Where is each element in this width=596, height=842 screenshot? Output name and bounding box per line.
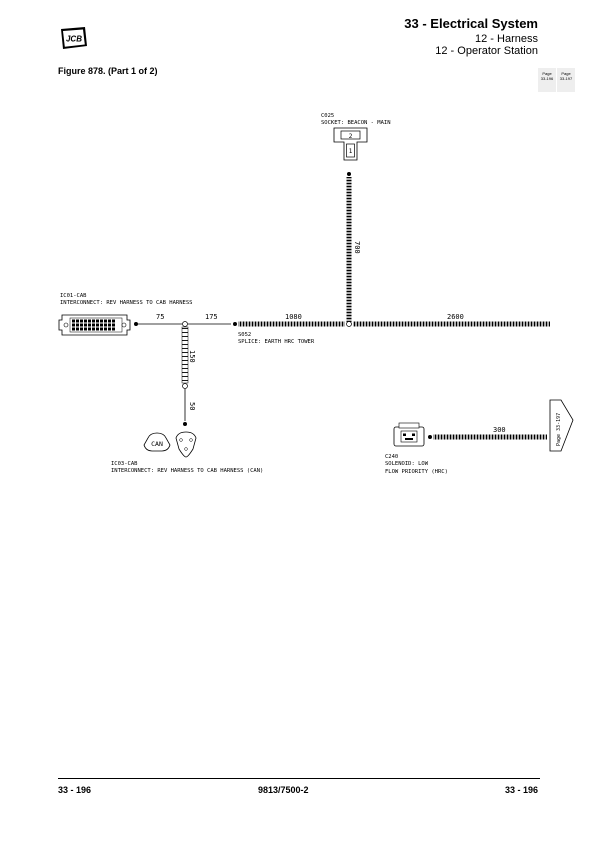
ic01-desc: INTERCONNECT: REV HARNESS TO CAB HARNESS [60,300,192,306]
s052-splice-dot [233,322,237,326]
c240-connector [393,422,425,447]
harness-segment-1080 [238,321,345,327]
ic03-can-label: CAN [151,440,163,448]
ic03-id: IC03-CAB [111,461,138,467]
c025-pin-1: 1 [349,148,353,155]
off-page-arrow: Page 33-197 [549,399,574,452]
logo-text: JCB [66,35,82,44]
harness-branch-c025 [346,177,352,322]
length-700: 700 [353,241,361,254]
c240-desc-line1: SOLENOID: LOW [385,461,429,467]
ic03-can-connector: CAN [143,432,171,452]
page-tab-label: Page [561,71,571,76]
length-75: 75 [156,313,164,321]
footer-doc-number: 9813/7500-2 [258,785,309,795]
s052-id: S052 [238,332,251,338]
c240-id: C240 [385,454,398,460]
harness-segment-300 [433,434,547,440]
length-175: 175 [205,313,218,321]
page-tab-ref: 33-196 [540,76,554,81]
page-tab-current[interactable]: Page 33-196 [538,68,556,92]
length-150: 150 [188,350,196,363]
c025-termination-dot [347,172,351,176]
c240-termination-dot [428,435,432,439]
harness-branch-150 [181,326,189,384]
footer-rule [58,778,540,779]
ic01-termination-dot [134,322,138,326]
section-title: 33 - Electrical System [404,16,538,31]
c025-id: C025 [321,113,334,119]
s052-desc: SPLICE: EARTH HRC TOWER [238,339,315,345]
c240-desc-line2: FLOW PRIORITY (HRC) [385,469,448,475]
figure-title: Figure 878. (Part 1 of 2) [58,66,158,76]
off-page-ref: Page 33-197 [556,413,562,446]
footer-page-left: 33 - 196 [58,785,92,795]
junction-node-ic03 [182,321,188,327]
page-tab-label: Page [542,71,552,76]
ic01-id: IC01-CAB [60,293,87,299]
c025-desc: SOCKET: BEACON - MAIN [321,120,391,126]
harness-segment-2600 [353,321,550,327]
ic03-socket-connector [175,431,197,458]
ic03-termination-dot [183,422,187,426]
page-tab-next[interactable]: Page 33-197 [557,68,575,92]
length-50: 50 [188,402,196,410]
subsection-title: 12 - Harness [475,33,538,45]
jcb-logo: JCB [61,27,87,49]
c025-connector: 2 1 [333,127,368,161]
footer-page-right: 33 - 196 [504,785,538,795]
c025-pin-2: 2 [349,133,353,140]
junction-node-ic03-lower [182,383,188,389]
page-tab-ref: 33-197 [559,76,573,81]
junction-node-c025 [346,321,352,327]
length-2600: 2600 [447,313,464,321]
length-300: 300 [493,426,506,434]
ic03-desc: INTERCONNECT: REV HARNESS TO CAB HARNESS… [111,468,263,474]
ic01-connector [58,314,131,336]
length-1080: 1080 [285,313,302,321]
topic-title: 12 - Operator Station [435,45,538,57]
